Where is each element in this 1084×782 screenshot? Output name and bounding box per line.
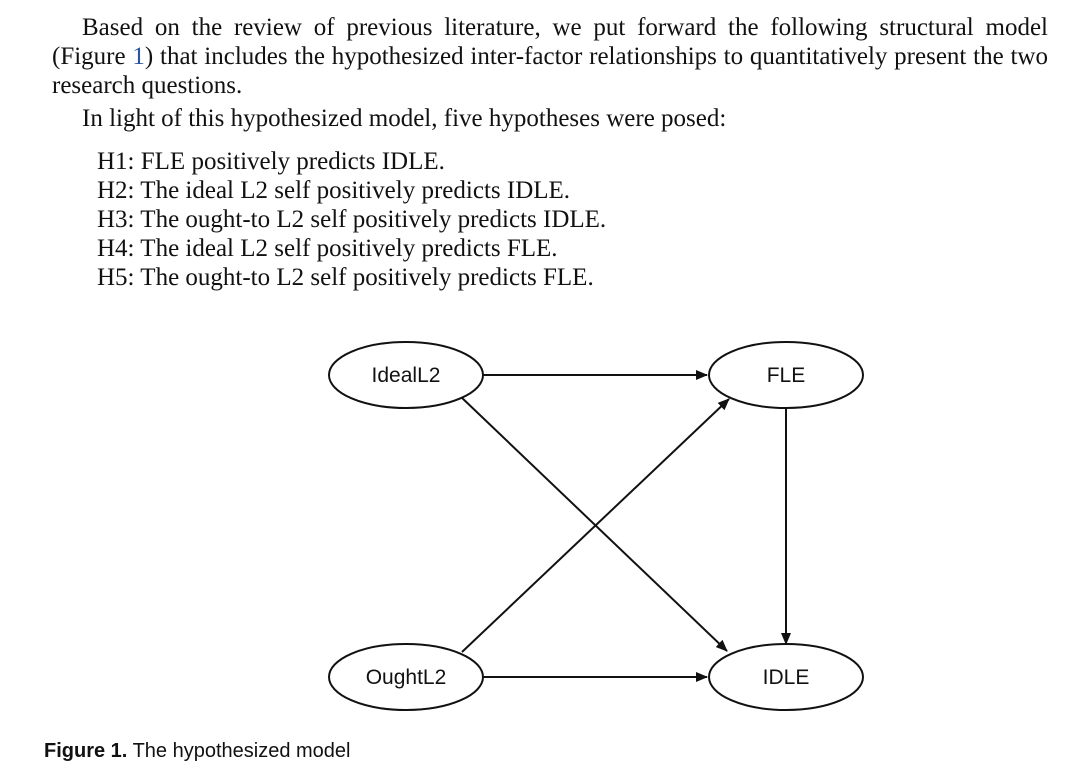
structural-model-diagram: IdealL2 FLE OughtL2 IDLE bbox=[328, 341, 864, 711]
hypothesis-item: H5: The ought-to L2 self positively pred… bbox=[97, 264, 594, 291]
node-ought-l2: OughtL2 bbox=[328, 643, 484, 711]
node-ideal-l2: IdealL2 bbox=[328, 341, 484, 409]
figure-caption-text: The hypothesized model bbox=[132, 740, 351, 762]
node-fle: FLE bbox=[708, 341, 864, 409]
hypotheses-list: H1: FLE positively predicts IDLE. H2: Th… bbox=[97, 147, 606, 292]
node-label-ought-l2: OughtL2 bbox=[366, 666, 447, 689]
hypothesis-item: H3: The ought-to L2 self positively pred… bbox=[97, 206, 607, 233]
node-idle: IDLE bbox=[708, 643, 864, 711]
edge-ought-to-fle bbox=[461, 398, 730, 653]
intro-text-before-ref: Based on the review of previous literatu… bbox=[52, 14, 1048, 70]
intro-paragraph: Based on the review of previous literatu… bbox=[52, 13, 1048, 100]
figure-reference-link[interactable]: 1 bbox=[132, 43, 145, 70]
figure-caption-label: Figure 1. bbox=[44, 740, 128, 762]
hypothesis-item: H4: The ideal L2 self positively predict… bbox=[97, 235, 558, 262]
edge-ideal-to-idle bbox=[459, 395, 728, 652]
hypothesis-item: H1: FLE positively predicts IDLE. bbox=[97, 148, 445, 175]
node-label-ideal-l2: IdealL2 bbox=[372, 364, 441, 387]
hypothesis-item: H2: The ideal L2 self positively predict… bbox=[97, 177, 571, 204]
node-label-idle: IDLE bbox=[763, 666, 810, 689]
node-label-fle: FLE bbox=[767, 364, 806, 387]
intro-text-after-ref: ) that includes the hypothesized inter-f… bbox=[52, 43, 1048, 99]
figure-caption: Figure 1. The hypothesized model bbox=[44, 738, 350, 764]
hypotheses-intro-paragraph: In light of this hypothesized model, fiv… bbox=[82, 105, 727, 132]
